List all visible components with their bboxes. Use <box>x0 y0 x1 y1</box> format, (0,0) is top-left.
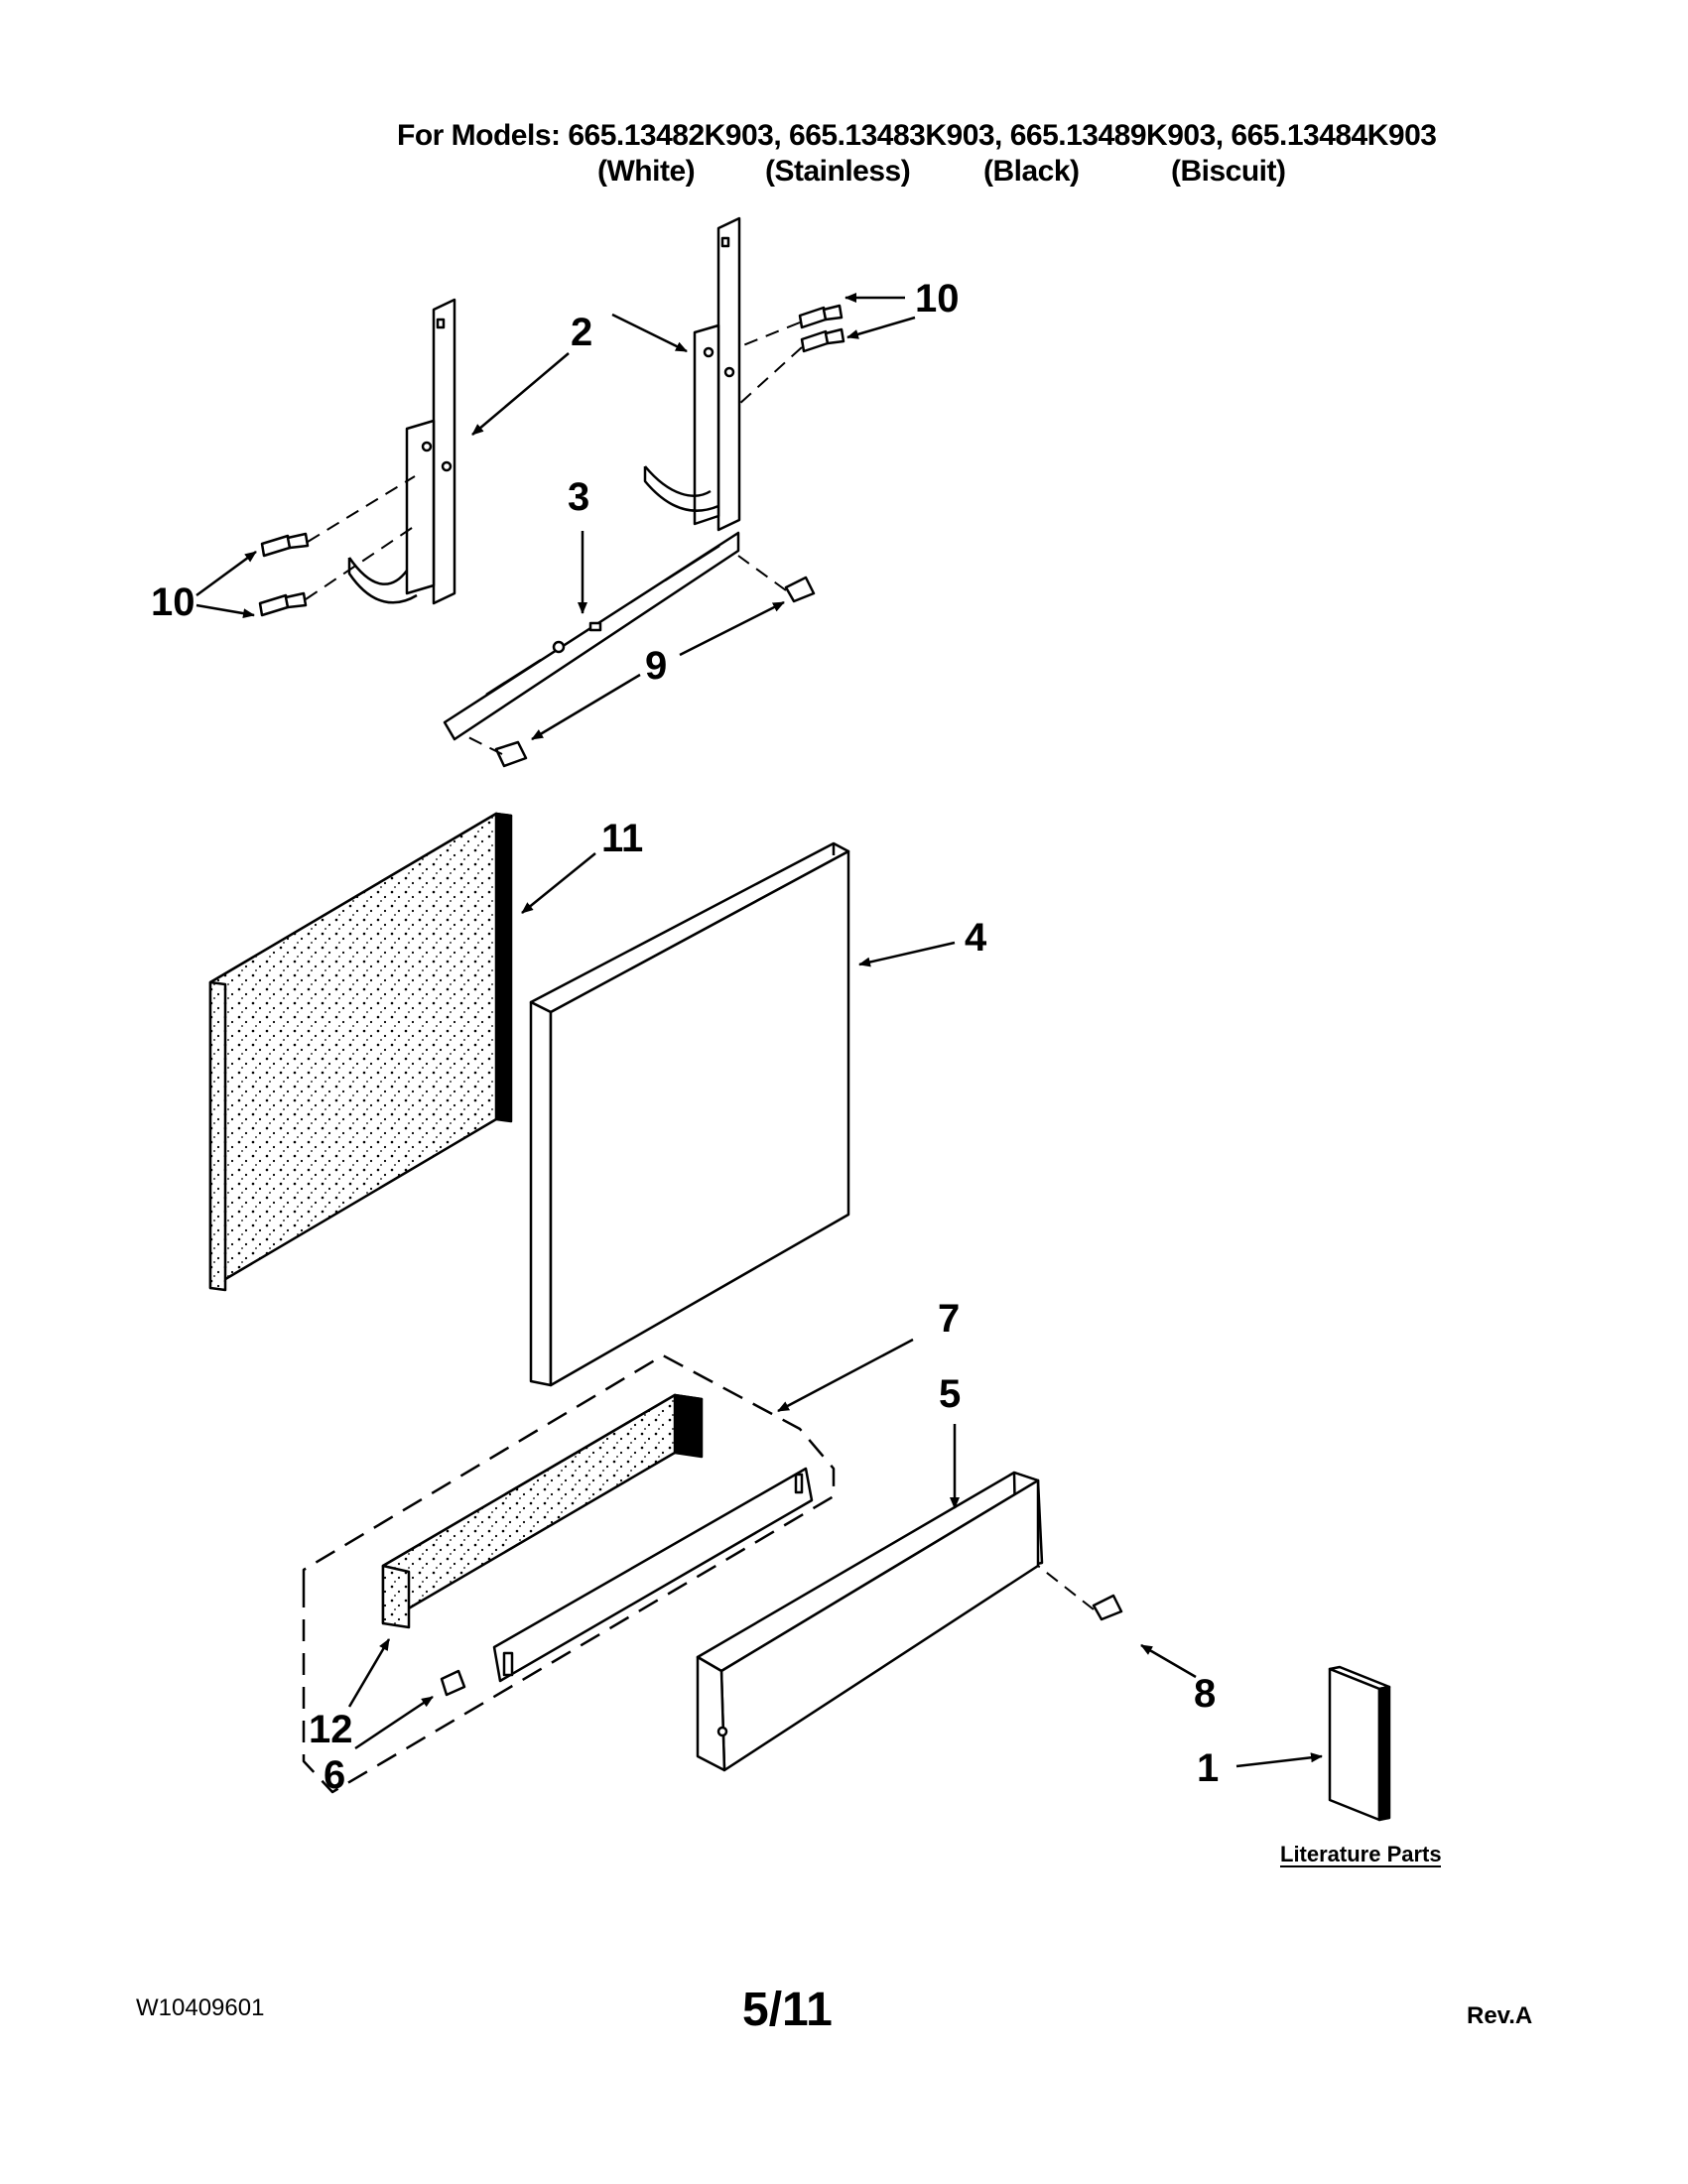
screw-left-upper <box>260 532 310 558</box>
screw-right-lower <box>800 327 845 353</box>
leader-12 <box>347 1638 391 1708</box>
callout-8: 8 <box>1194 1672 1216 1716</box>
callout-6: 6 <box>324 1753 345 1797</box>
color-stainless: (Stainless) <box>765 155 911 188</box>
callout-1: 1 <box>1197 1746 1219 1790</box>
doc-number: W10409601 <box>136 1994 265 2021</box>
callout-5: 5 <box>939 1372 961 1416</box>
revision: Rev.A <box>1467 2002 1533 2029</box>
leader-11 <box>521 852 596 914</box>
alignment-left-upper <box>307 475 416 543</box>
callout-7: 7 <box>938 1297 960 1341</box>
toe-panel <box>696 1471 1044 1772</box>
leader-10-left-lower <box>195 603 255 619</box>
callout-11: 11 <box>601 817 643 860</box>
foam-block <box>381 1393 704 1629</box>
callout-3: 3 <box>568 475 589 519</box>
leader-9-right <box>679 600 785 657</box>
literature-parts-label: Literature Parts <box>1280 1842 1442 1866</box>
callout-12: 12 <box>309 1708 353 1751</box>
clip-6 <box>440 1669 466 1697</box>
assembly-outline-7 <box>302 1353 836 1794</box>
color-white: (White) <box>597 155 696 188</box>
leader-10-left-upper <box>195 550 257 597</box>
page-number: 5/11 <box>742 1984 833 2036</box>
alignment-8 <box>1037 1565 1095 1610</box>
callout-2: 2 <box>571 311 592 354</box>
leader-2-left <box>471 352 570 436</box>
leader-8 <box>1140 1643 1197 1679</box>
callout-9: 9 <box>645 644 667 688</box>
callout-4: 4 <box>965 916 987 960</box>
leader-10-right-lower <box>846 316 916 339</box>
alignment-right-lower <box>737 346 803 406</box>
leader-7 <box>777 1338 914 1413</box>
hinge-bracket-right <box>643 216 741 532</box>
mounting-bar <box>443 531 740 741</box>
leader-6 <box>354 1695 434 1750</box>
door-panel <box>529 841 850 1387</box>
alignment-bar-left <box>465 735 503 755</box>
color-biscuit: (Biscuit) <box>1171 155 1286 188</box>
screw-8 <box>1092 1594 1123 1621</box>
models-line: For Models: 665.13482K903, 665.13483K903… <box>397 119 1437 152</box>
alignment-bar-right <box>737 555 787 591</box>
leader-1 <box>1235 1752 1323 1768</box>
screw-left-lower <box>258 591 308 617</box>
insulation-panel <box>208 812 513 1292</box>
hinge-bracket-left <box>347 298 456 605</box>
leader-9-left <box>531 673 641 741</box>
leader-4 <box>858 941 956 967</box>
callout-10-right: 10 <box>915 277 960 321</box>
callout-10-left: 10 <box>151 580 195 624</box>
leader-2-right <box>611 313 688 353</box>
strip-7 <box>492 1467 814 1683</box>
screw-bar-left <box>494 740 528 768</box>
literature-booklet <box>1328 1665 1391 1822</box>
color-black: (Black) <box>983 155 1080 188</box>
screw-bar-right <box>784 576 816 603</box>
screw-right-upper <box>798 304 844 329</box>
alignment-right-upper <box>737 321 801 348</box>
